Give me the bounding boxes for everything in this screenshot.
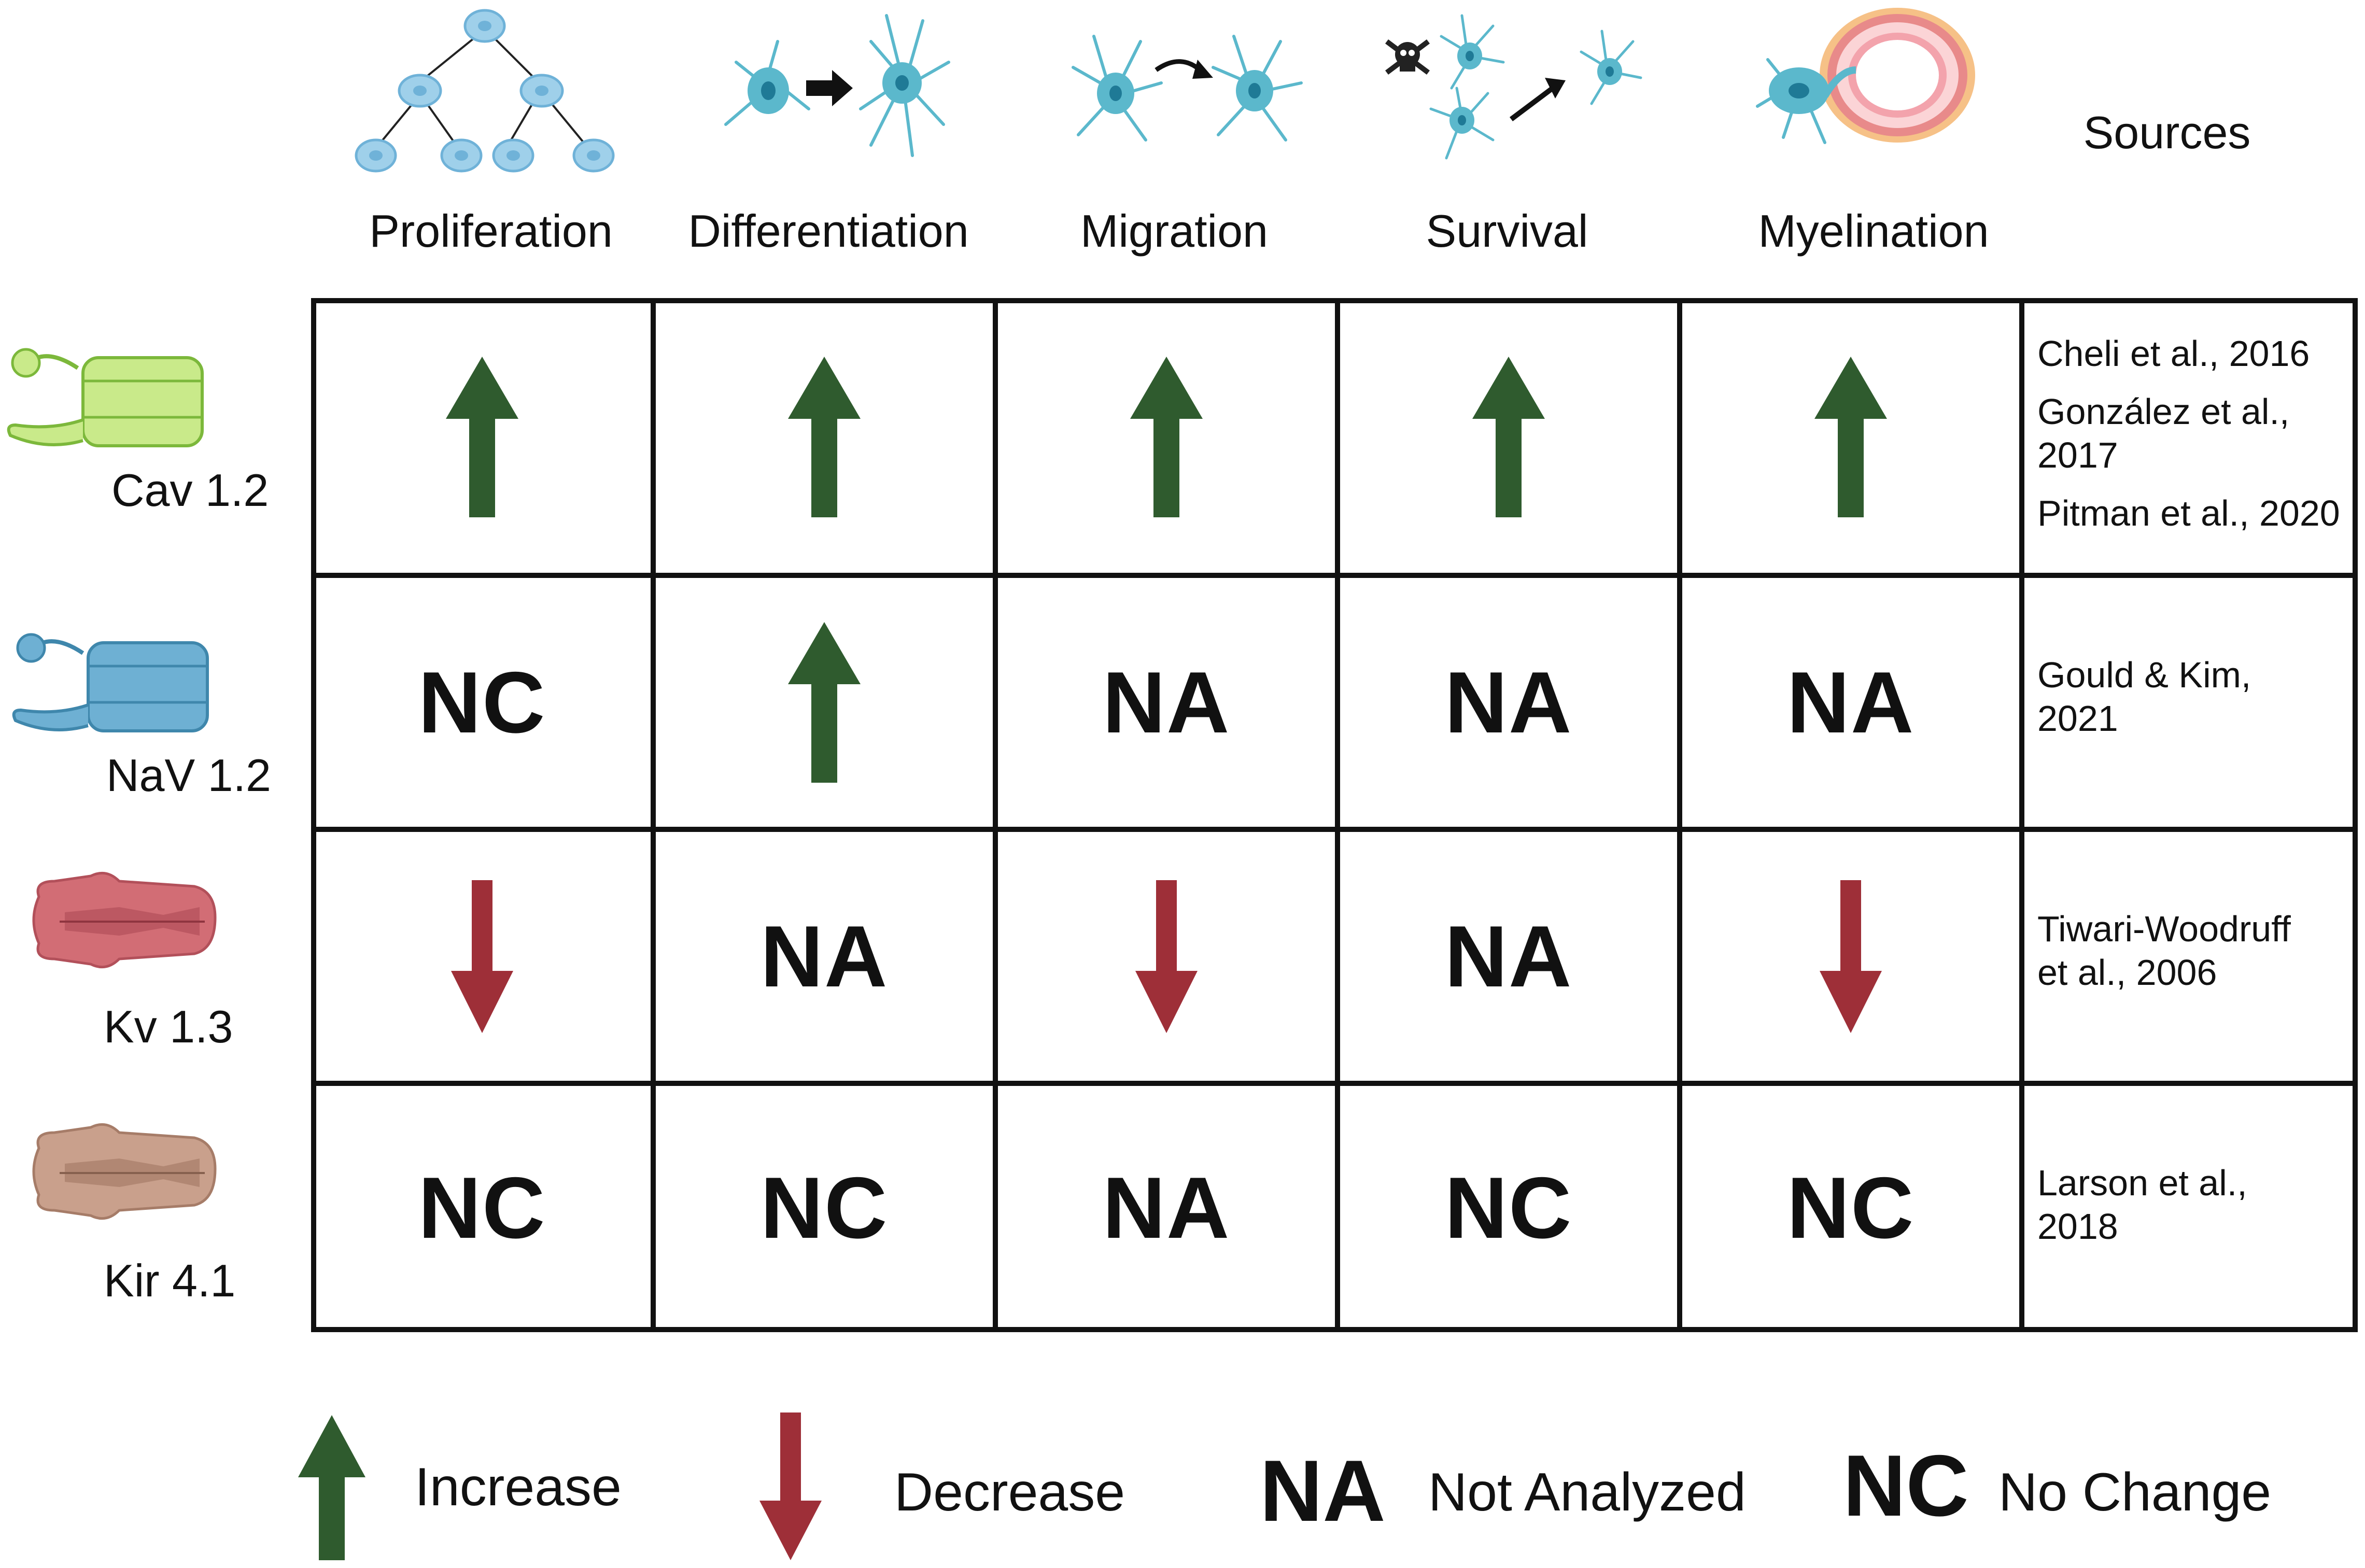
source-line: Tiwari-Woodruff <box>2037 909 2291 949</box>
column-label-myelination: Myelination <box>1758 205 1989 257</box>
legend-decrease-label: Decrease <box>894 1462 1125 1522</box>
cell-code: NA <box>1444 907 1573 1005</box>
row-label-kv: Kv 1.3 <box>104 1001 233 1052</box>
cell-0-2 <box>995 298 1338 575</box>
increase-arrow-icon <box>1472 356 1545 517</box>
cell-3-3: NC <box>1338 1083 1680 1332</box>
cell-2-2 <box>995 829 1338 1083</box>
cell-code: NC <box>1786 1159 1915 1256</box>
legend-na-label: Not Analyzed <box>1428 1462 1746 1522</box>
decrease-arrow-icon <box>451 880 513 1033</box>
source-line: 2017 <box>2037 435 2118 475</box>
cell-2-3: NA <box>1338 829 1680 1083</box>
source-line: Cheli et al., 2016 <box>2037 333 2310 374</box>
source-line: et al., 2006 <box>2037 952 2217 993</box>
cell-3-2: NA <box>995 1083 1338 1332</box>
row-label-cav: Cav 1.2 <box>111 464 269 516</box>
increase-arrow-icon <box>446 356 518 517</box>
row-label-kir: Kir 4.1 <box>104 1255 236 1306</box>
kir-channel-icon <box>32 1123 217 1220</box>
cell-code: NA <box>1102 653 1231 751</box>
cell-0-0 <box>311 298 653 575</box>
legend-nc-label: No Change <box>1998 1462 2272 1522</box>
cell-code: NC <box>760 1159 889 1256</box>
cell-code: NC <box>1444 1159 1573 1256</box>
cell-3-1: NC <box>653 1083 995 1332</box>
source-line: 2021 <box>2037 698 2118 739</box>
cell-1-0: NC <box>311 575 653 829</box>
cell-3-4: NC <box>1680 1083 2022 1332</box>
cell-3-0: NC <box>311 1083 653 1332</box>
column-label-differentiation: Differentiation <box>688 205 969 257</box>
kv-channel-icon <box>32 871 217 969</box>
cell-0-4 <box>1680 298 2022 575</box>
increase-arrow-icon <box>1814 356 1887 517</box>
cell-1-1 <box>653 575 995 829</box>
differentiation-icon <box>724 14 950 157</box>
sources-header: Sources <box>2083 107 2251 158</box>
source-line: Gould & Kim, <box>2037 655 2251 695</box>
cell-0-3 <box>1338 298 1680 575</box>
legend-increase-arrow <box>298 1415 365 1560</box>
cell-code: NC <box>418 1159 546 1256</box>
source-line: 2018 <box>2037 1206 2118 1247</box>
legend-na-code: NA <box>1260 1442 1386 1539</box>
legend-nc-code: NC <box>1843 1437 1969 1534</box>
nav-channel-icon <box>12 633 209 732</box>
increase-arrow-icon <box>1130 356 1203 517</box>
cell-1-4: NA <box>1680 575 2022 829</box>
cell-0-1 <box>653 298 995 575</box>
cell-code: NC <box>418 653 546 751</box>
cell-code: NA <box>760 907 889 1005</box>
column-label-proliferation: Proliferation <box>369 205 613 257</box>
cell-code: NA <box>1102 1159 1231 1256</box>
cell-2-0 <box>311 829 653 1083</box>
legend-increase-label: Increase <box>415 1457 622 1517</box>
legend-decrease-arrow <box>759 1412 822 1560</box>
row-sources: Larson et al.,2018 <box>2037 1161 2354 1248</box>
survival-icon <box>1385 14 1642 160</box>
cav-channel-icon <box>7 348 204 447</box>
increase-arrow-icon <box>788 622 861 783</box>
row-sources: Gould & Kim,2021 <box>2037 653 2354 740</box>
cell-code: NA <box>1786 653 1915 751</box>
column-label-migration: Migration <box>1080 205 1268 257</box>
cell-2-1: NA <box>653 829 995 1083</box>
proliferation-icon <box>355 9 615 173</box>
myelination-icon <box>1756 8 1975 144</box>
cell-1-3: NA <box>1338 575 1680 829</box>
migration-icon <box>1072 35 1303 142</box>
decrease-arrow-icon <box>1135 880 1198 1033</box>
cell-2-4 <box>1680 829 2022 1083</box>
row-label-nav: NaV 1.2 <box>106 750 271 801</box>
cell-1-2: NA <box>995 575 1338 829</box>
source-line: González et al., <box>2037 391 2290 432</box>
increase-arrow-icon <box>788 356 861 517</box>
source-line: Pitman et al., 2020 <box>2037 493 2340 533</box>
cell-code: NA <box>1444 653 1573 751</box>
column-label-survival: Survival <box>1426 205 1588 257</box>
source-line: Larson et al., <box>2037 1163 2247 1203</box>
table-grid-lines <box>311 298 2358 1332</box>
decrease-arrow-icon <box>1820 880 1882 1033</box>
